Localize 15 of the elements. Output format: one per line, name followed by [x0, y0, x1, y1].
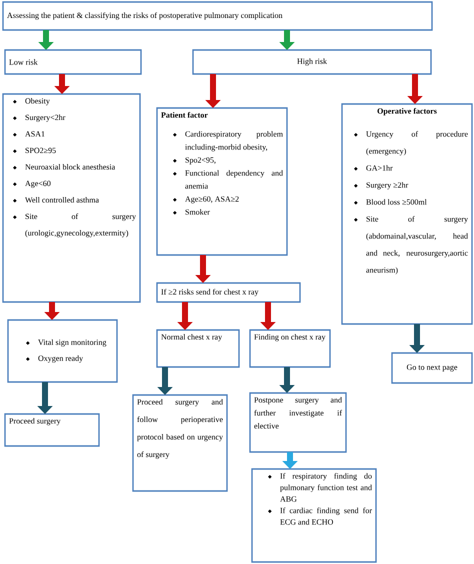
process-box: Proceed surgery and follow perioperative protocol based on urgency of surgery	[132, 394, 228, 492]
process-box: If ≥2 risks send for chest x ray	[156, 282, 301, 303]
process-box: Low risk	[4, 49, 142, 75]
process-box: Normal chest x ray	[156, 329, 240, 368]
process-box: High risk	[192, 49, 432, 75]
process-box: Vital sign monitoring Oxygen ready	[7, 319, 118, 383]
process-box: If respiratory finding do pulmonary function test and ABG If cardiac finding send for ECG and ECHO	[251, 468, 377, 563]
process-box: Postpone surgery and further investigate if elective	[249, 392, 347, 453]
process-box: Go to next page	[391, 352, 473, 384]
process-box: Finding on chest x ray	[249, 329, 331, 368]
process-box: Assessing the patient & classifying the risks of postoperative pulmonary complication	[2, 1, 433, 31]
process-box: Operative factors Urgency of procedure (emergency) GA>1hr Surgery ≥2hr Blood loss ≥500ml Site of surgery (abdomainal,vascular, head and neck, neurosurgery,aortic aneurism)	[341, 103, 473, 325]
process-box: Obesity Surgery<2hr ASA1 SPO2≥95 Neuroaxial block anesthesia Age<60 Well controlled asthma Site of surgery (urologic,gynecology,extermity)	[2, 93, 141, 303]
process-box: Patient factor Cardiorespiratory problem including-morbid obesity, Spo2<95, Functional dependency and anemia Age≥60, ASA≥2 Smoker	[156, 107, 288, 256]
process-box: Proceed surgery	[4, 413, 100, 447]
